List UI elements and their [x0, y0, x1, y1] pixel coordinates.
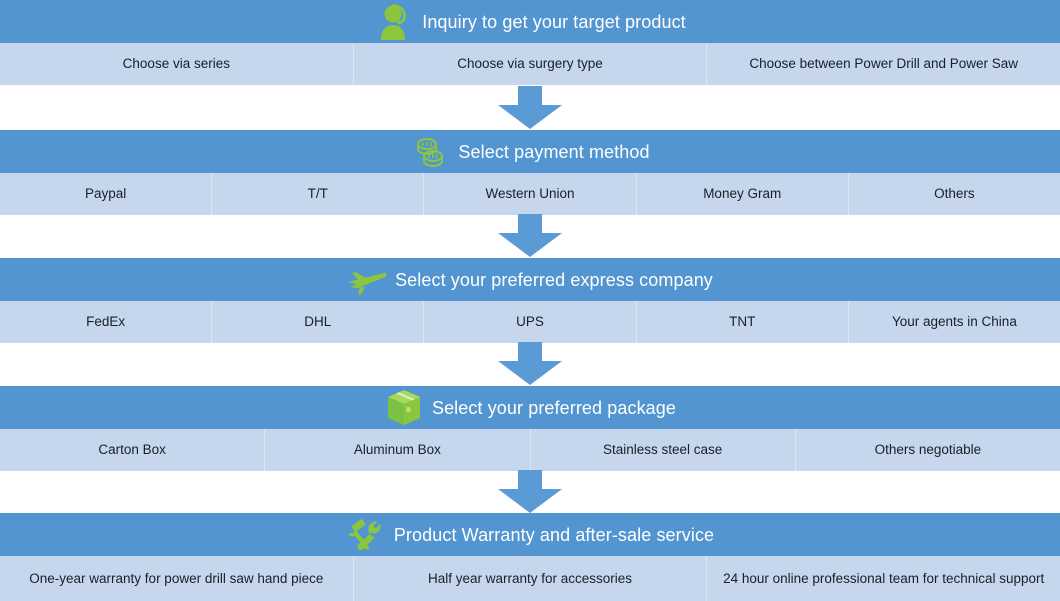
option-cell[interactable]: FedEx: [0, 301, 213, 343]
option-row-express: FedEx DHL UPS TNT Your agents in China: [0, 301, 1060, 343]
option-cell[interactable]: Your agents in China: [891, 314, 1017, 330]
option-row-inquiry: Choose via series Choose via surgery typ…: [0, 43, 1060, 85]
option-cell[interactable]: Choose via surgery type: [354, 43, 708, 85]
airplane-icon: [347, 260, 387, 300]
stage-inquiry: Inquiry to get your target product Choos…: [0, 0, 1060, 85]
stage-header-express: Select your preferred express company: [0, 258, 1060, 301]
package-box-icon: [384, 388, 424, 428]
stage-warranty: Product Warranty and after-sale service …: [0, 513, 1060, 601]
stage-title-package: Select your preferred package: [431, 397, 677, 418]
stage-header-warranty: Product Warranty and after-sale service: [0, 513, 1060, 556]
option-cell[interactable]: Stainless steel case: [531, 429, 796, 471]
down-arrow-icon: [493, 470, 567, 514]
option-cell[interactable]: T/T: [212, 173, 425, 215]
option-row-payment: Paypal T/T Western Union Money Gram Othe…: [0, 173, 1060, 215]
option-cell[interactable]: DHL: [212, 301, 425, 343]
option-cell[interactable]: Carton Box: [0, 429, 266, 471]
option-cell[interactable]: UPS: [424, 301, 637, 343]
down-arrow-icon: [493, 214, 567, 258]
option-row-warranty: One-year warranty for power drill saw ha…: [0, 556, 1060, 601]
option-row-package: Carton Box Aluminum Box Stainless steel …: [0, 429, 1060, 471]
stage-title-payment: Select payment method: [458, 141, 650, 162]
option-cell[interactable]: Paypal: [0, 173, 213, 215]
option-cell[interactable]: One-year warranty for power drill saw ha…: [0, 556, 354, 601]
option-cell[interactable]: Half year warranty for accessories: [354, 556, 708, 601]
option-cell[interactable]: Choose via series: [0, 43, 354, 85]
option-cell[interactable]: Choose between Power Drill and Power Saw: [749, 56, 1018, 72]
stage-title-inquiry: Inquiry to get your target product: [422, 11, 686, 32]
hammer-wrench-icon: [346, 515, 386, 555]
option-cell[interactable]: Money Gram: [637, 173, 849, 215]
customer-service-person-icon: [374, 2, 414, 42]
down-arrow-icon: [493, 86, 567, 130]
option-cell[interactable]: TNT: [637, 301, 849, 343]
stage-header-package: Select your preferred package: [0, 386, 1060, 429]
stage-title-warranty: Product Warranty and after-sale service: [393, 524, 715, 545]
coins-icon: [410, 132, 450, 172]
stage-header-payment: Select payment method: [0, 130, 1060, 173]
stage-express: Select your preferred express company Fe…: [0, 258, 1060, 343]
option-cell[interactable]: Aluminum Box: [265, 429, 531, 471]
down-arrow-icon: [493, 342, 567, 386]
stage-header-inquiry: Inquiry to get your target product: [0, 0, 1060, 43]
option-cell[interactable]: Others: [934, 186, 975, 202]
stage-title-express: Select your preferred express company: [395, 269, 713, 290]
stage-package: Select your preferred package Carton Box…: [0, 386, 1060, 471]
option-cell[interactable]: 24 hour online professional team for tec…: [723, 570, 1045, 586]
stage-payment: Select payment method Paypal T/T Western…: [0, 130, 1060, 215]
option-cell[interactable]: Western Union: [424, 173, 637, 215]
option-cell[interactable]: Others negotiable: [874, 442, 982, 458]
